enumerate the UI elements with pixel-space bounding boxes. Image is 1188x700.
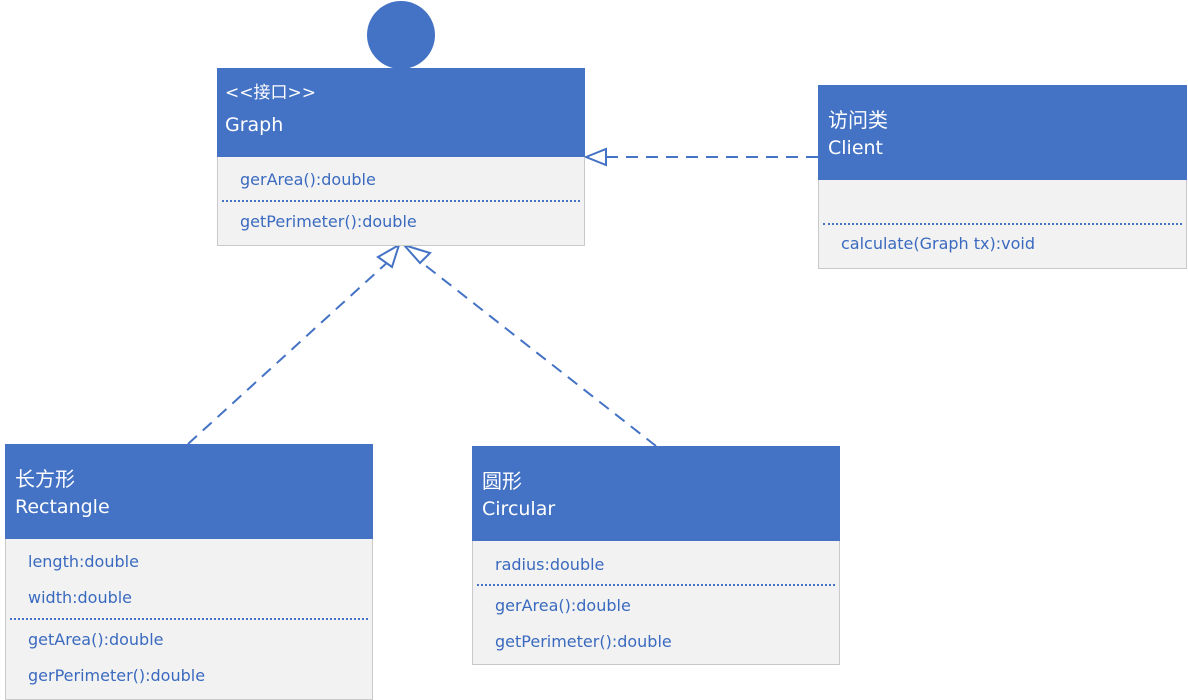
rectangle-class-box[interactable]: 长方形 Rectangle length:double width:double… (5, 444, 373, 700)
client-name: Client (828, 137, 884, 159)
graph-header: <<接口>> Graph (217, 68, 585, 157)
circular-header: 圆形 Circular (472, 446, 840, 541)
circular-method: getPerimeter():double (495, 632, 672, 651)
rectangle-method: gerPerimeter():double (28, 666, 206, 685)
graph-separator (222, 200, 580, 202)
rectangle-title-cn: 长方形 (15, 467, 75, 491)
graph-interface-box[interactable]: <<接口>> Graph gerArea():double getPerimet… (217, 68, 585, 246)
circular-method: gerArea():double (495, 596, 631, 615)
rectangle-attribute: length:double (28, 552, 139, 571)
rectangle-realization-arrowhead (376, 242, 401, 269)
rectangle-to-graph-connector (187, 259, 391, 445)
client-title-cn: 访问类 (828, 108, 888, 132)
client-header: 访问类 Client (818, 85, 1187, 180)
rectangle-method: getArea():double (28, 630, 164, 649)
circular-to-graph-connector (420, 261, 657, 447)
graph-stereotype: <<接口>> (225, 83, 316, 103)
client-separator (823, 223, 1182, 225)
rectangle-attribute: width:double (28, 588, 133, 607)
circular-name: Circular (482, 498, 556, 520)
graph-method: getPerimeter():double (240, 212, 417, 231)
client-class-box[interactable]: 访问类 Client calculate(Graph tx):void (818, 85, 1187, 269)
graph-method: gerArea():double (240, 170, 376, 189)
circular-separator (477, 584, 835, 586)
client-method: calculate(Graph tx):void (841, 234, 1035, 253)
client-realization-arrowhead (583, 147, 607, 167)
rectangle-name: Rectangle (15, 496, 110, 518)
circular-realization-arrowhead (400, 242, 432, 265)
rectangle-separator (10, 618, 368, 620)
interface-lollipop-icon (367, 1, 435, 69)
circular-title-cn: 圆形 (482, 469, 522, 493)
rectangle-header: 长方形 Rectangle (5, 444, 373, 539)
circular-attribute: radius:double (495, 555, 605, 574)
graph-name: Graph (225, 114, 284, 136)
circular-class-box[interactable]: 圆形 Circular radius:double gerArea():doub… (472, 446, 840, 665)
